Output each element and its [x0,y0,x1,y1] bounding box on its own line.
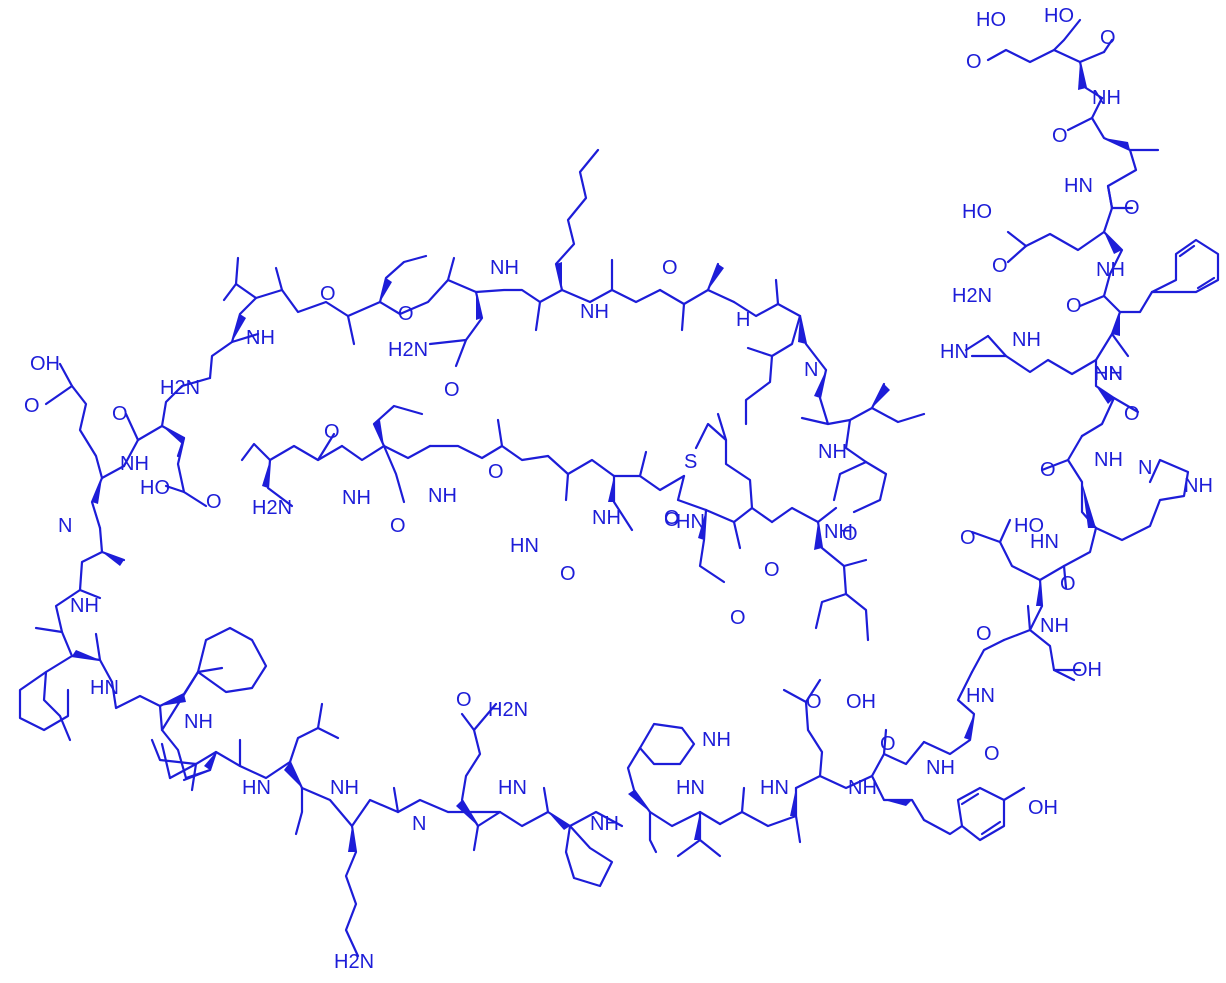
atom-label: H2N [252,497,292,519]
atom-label: O [488,461,504,483]
atom-label: O [984,743,1000,765]
atom-label: OH [1028,797,1058,819]
atom-label: OH [846,691,876,713]
atom-label: HO [140,477,170,499]
atom-label: O [456,689,472,711]
atom-label: HN [940,341,969,363]
atom-label: O [444,379,460,401]
atom-label: HN [676,511,705,533]
atom-label: O [1060,573,1076,595]
atom-label: HN [498,777,527,799]
atom-label: N [58,515,72,537]
atom-label-layer: HO HO O O NH O HN HO O O NH H2N HN NH O … [24,5,1213,973]
atom-label: O [842,523,858,545]
atom-label: N [1138,457,1152,479]
atom-label: O [764,559,780,581]
atom-label: O [320,283,336,305]
atom-label: NH [246,327,275,349]
atom-label: O [1066,295,1082,317]
atom-label: O [1124,197,1140,219]
atom-label: NH [184,711,213,733]
atom-label: O [992,255,1008,277]
atom-label: O [730,607,746,629]
atom-label: O [880,733,896,755]
atom-label: O [664,509,680,531]
atom-label: NH [1094,449,1123,471]
atom-label: HO [962,201,992,223]
atom-label: NH [580,301,609,323]
atom-label: NH [1012,329,1041,351]
atom-label: O [1124,403,1140,425]
atom-label: H [736,309,750,331]
atom-label: O [1052,125,1068,147]
atom-label: NH [428,485,457,507]
atom-label: O [390,515,406,537]
atom-label: NH [1184,475,1213,497]
atom-label: HN [760,777,789,799]
atom-label: O [806,691,822,713]
atom-label: O [324,421,340,443]
atom-label: NH [590,813,619,835]
atom-label: NH [490,257,519,279]
atom-label: HN [1064,175,1093,197]
atom-label: O [206,491,222,513]
atom-label: NH [342,487,371,509]
atom-label: NH [1094,363,1123,385]
atom-label: O [398,303,414,325]
atom-label: NH [330,777,359,799]
atom-label: NH [702,729,731,751]
atom-label: NH [592,507,621,529]
atom-label: O [1040,459,1056,481]
atom-label: H2N [952,285,992,307]
atom-label: HO [976,9,1006,31]
atom-label: O [1100,27,1116,49]
atom-label: NH [70,595,99,617]
atom-label: O [560,563,576,585]
atom-label: NH [1096,259,1125,281]
atom-label: OH [1072,659,1102,681]
atom-label: OH [30,353,60,375]
atom-label: H2N [334,951,374,973]
atom-label: NH [818,441,847,463]
atom-label: NH [1092,87,1121,109]
atom-label: NH [1040,615,1069,637]
atom-label: O [112,403,128,425]
atom-label: HN [1094,363,1123,385]
atom-label: H2N [388,339,428,361]
atom-label: HN [676,777,705,799]
atom-label: S [684,451,697,473]
atom-label: O [976,623,992,645]
atom-label: HN [510,535,539,557]
atom-label: HN [242,777,271,799]
atom-label: NH [824,521,853,543]
atom-label: O [24,395,40,417]
atom-label: NH [926,757,955,779]
atom-label: N [804,359,818,381]
stereo-wedge-layer [72,62,1130,852]
atom-label: O [664,507,680,529]
atom-label: O [960,527,976,549]
atom-label: HO [1044,5,1074,27]
atom-label: NH [848,777,877,799]
atom-label: O [662,257,678,279]
atom-label: HN [966,685,995,707]
atom-label: O [966,51,982,73]
atom-label: H2N [160,377,200,399]
atom-label: HO [1014,515,1044,537]
atom-label: N [412,813,426,835]
atom-label: NH [120,453,149,475]
atom-label: H2N [488,699,528,721]
atom-label: HN [90,677,119,699]
atom-label: HN [1030,531,1059,553]
